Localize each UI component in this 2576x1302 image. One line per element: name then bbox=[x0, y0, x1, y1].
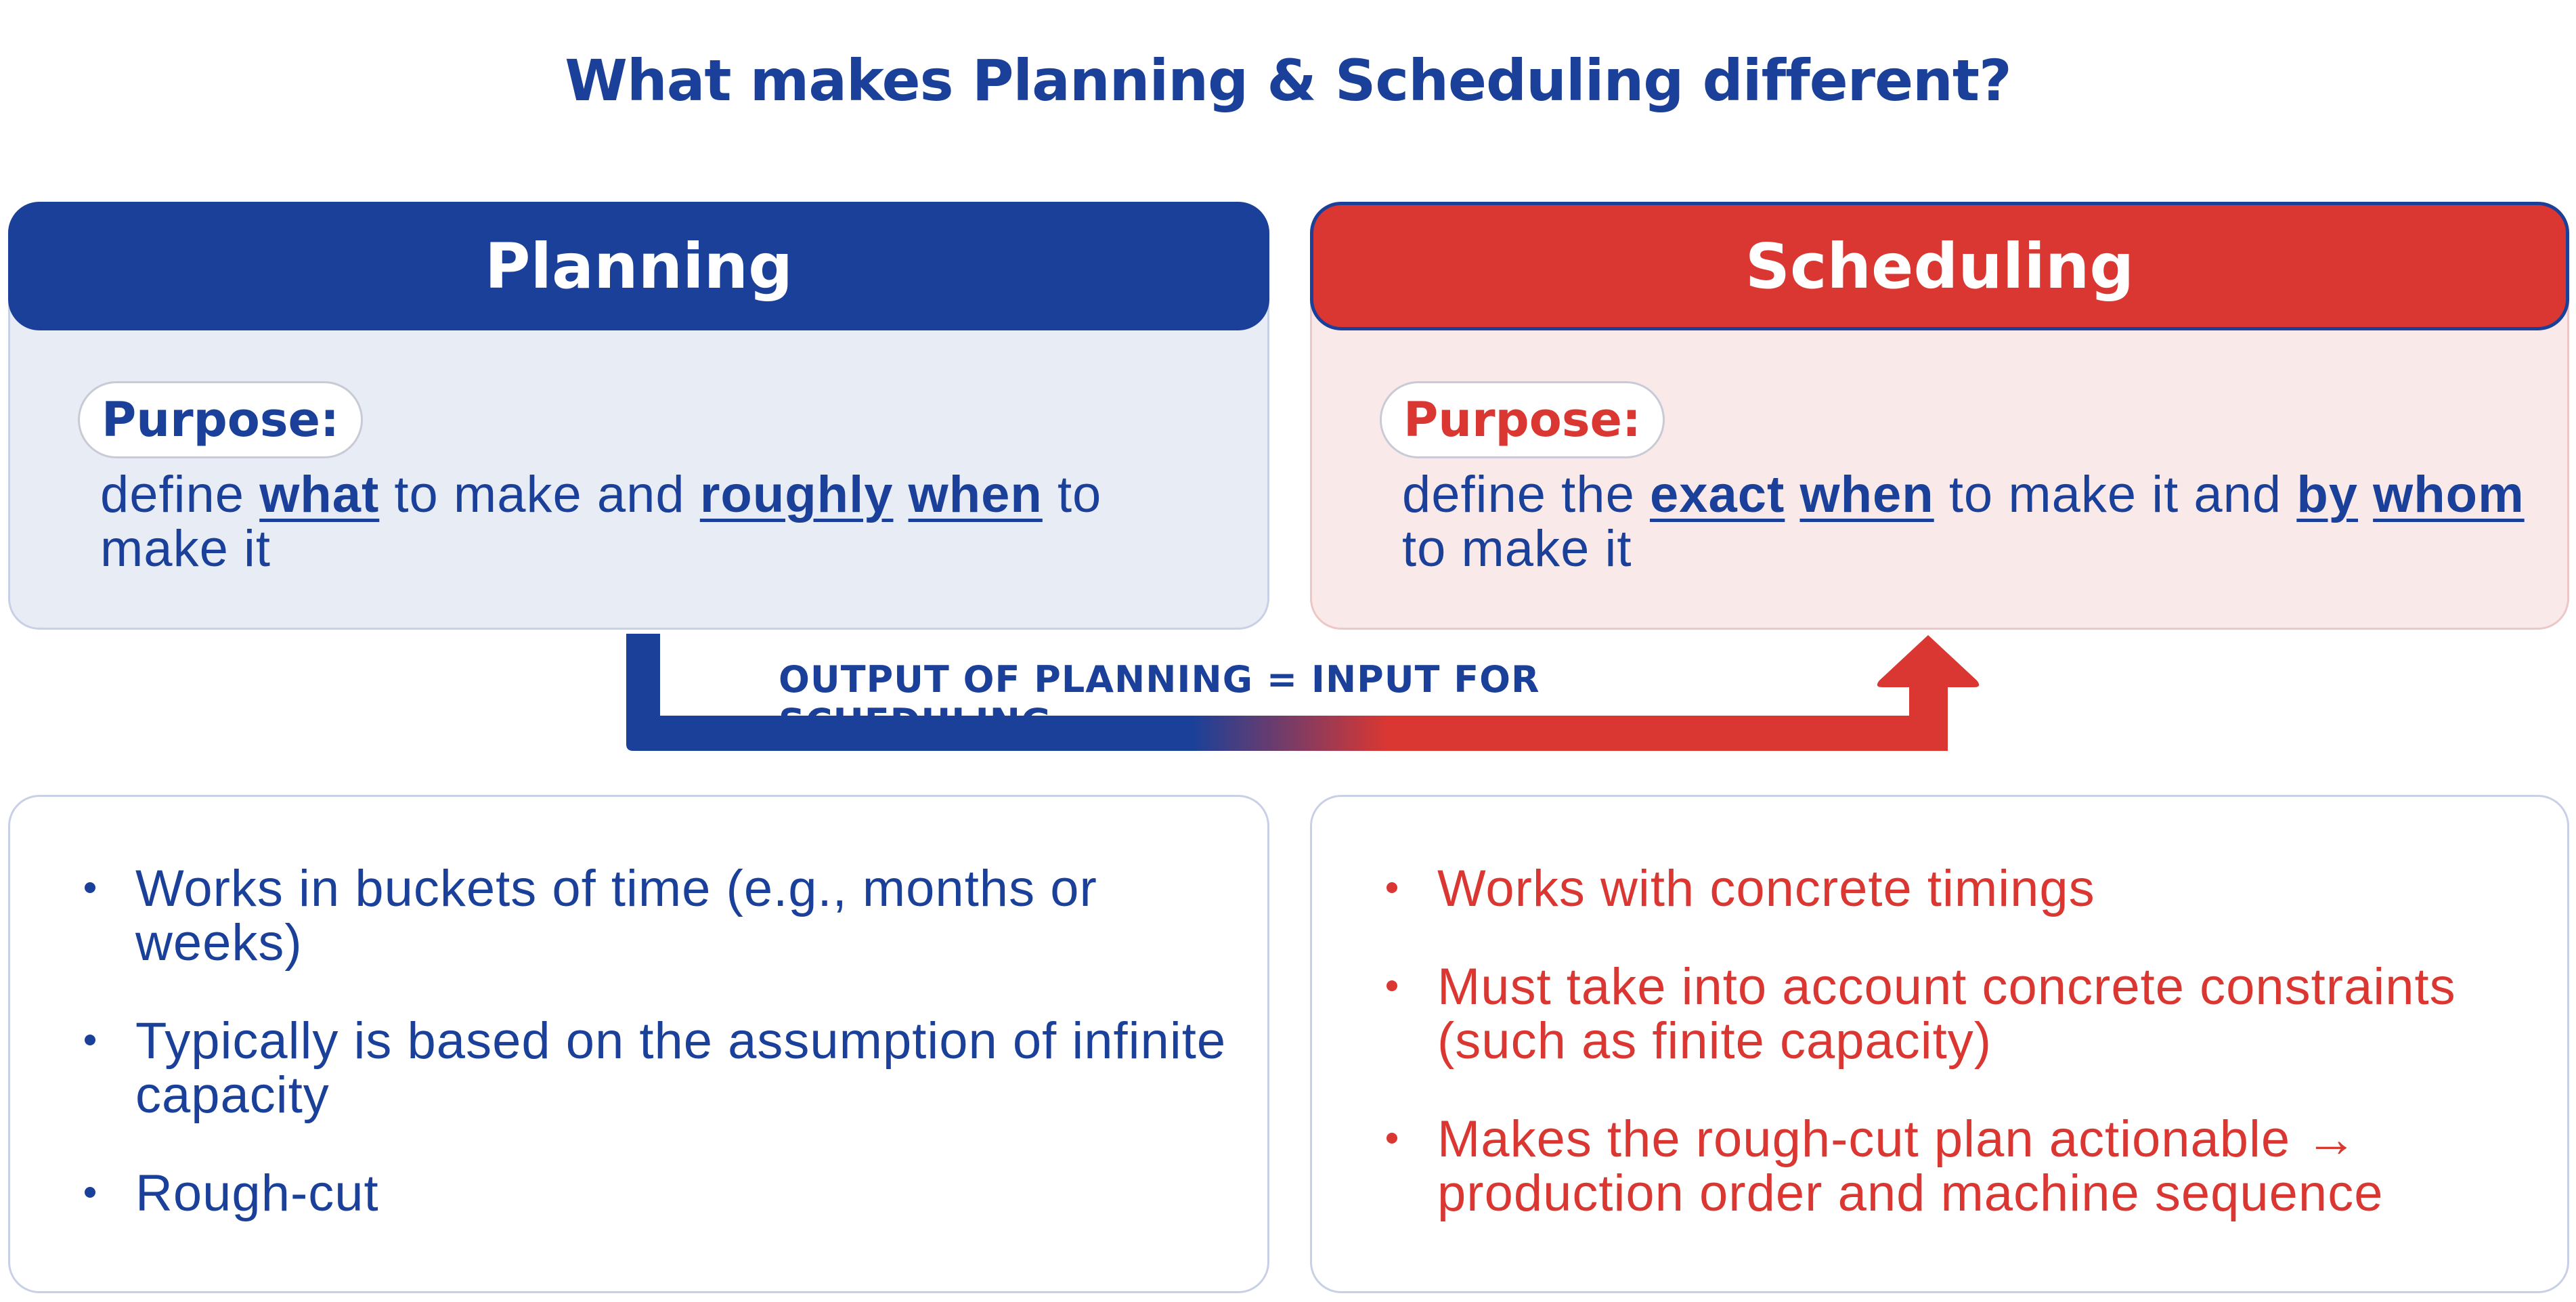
purpose-emphasis: roughly bbox=[699, 466, 894, 523]
list-item-text: Makes the rough-cut plan actionable → pr… bbox=[1437, 1110, 2384, 1222]
planning-purpose-text: define what to make and roughly when to … bbox=[100, 468, 1238, 576]
purpose-text-part: to make it and bbox=[1934, 466, 2297, 523]
scheduling-card: Scheduling Purpose: define the exact whe… bbox=[1310, 202, 2569, 630]
bullet-icon bbox=[1387, 882, 1397, 893]
scheduling-points-list: Works with concrete timings Must take in… bbox=[1380, 862, 2527, 1265]
purpose-text-part: to make it bbox=[1402, 520, 1632, 578]
list-item: Typically is based on the assumption of … bbox=[78, 1014, 1227, 1123]
list-item: Works in buckets of time (e.g., months o… bbox=[78, 862, 1227, 970]
purpose-text-part: define the bbox=[1402, 466, 1650, 523]
planning-points-list: Works in buckets of time (e.g., months o… bbox=[78, 862, 1227, 1265]
list-item-text: Works in buckets of time (e.g., months o… bbox=[135, 860, 1097, 972]
purpose-text-part: to make it bbox=[100, 466, 1102, 578]
purpose-emphasis: by bbox=[2296, 466, 2359, 523]
list-item: Makes the rough-cut plan actionable → pr… bbox=[1380, 1112, 2527, 1221]
purpose-emphasis: whom bbox=[2373, 466, 2525, 523]
bullet-icon bbox=[1387, 980, 1397, 991]
bullet-icon bbox=[85, 882, 95, 893]
planning-header: Planning bbox=[8, 202, 1269, 330]
list-item: Works with concrete timings bbox=[1380, 862, 2527, 916]
scheduling-characteristics-card: Works with concrete timings Must take in… bbox=[1310, 795, 2569, 1293]
scheduling-purpose-text: define the exact when to make it and by … bbox=[1402, 468, 2526, 576]
purpose-emphasis: exact bbox=[1649, 466, 1785, 523]
page-title: What makes Planning & Scheduling differe… bbox=[565, 47, 2012, 114]
bullet-icon bbox=[85, 1035, 95, 1045]
connector-bar bbox=[626, 716, 1948, 751]
purpose-emphasis: what bbox=[259, 466, 380, 523]
planning-card: Planning Purpose: define what to make an… bbox=[8, 202, 1269, 630]
purpose-text-part: to make and bbox=[379, 466, 700, 523]
list-item: Must take into account concrete constrai… bbox=[1380, 960, 2527, 1068]
purpose-emphasis: when bbox=[1799, 466, 1934, 523]
connector-stem-right bbox=[1909, 680, 1948, 751]
scheduling-header: Scheduling bbox=[1310, 202, 2569, 330]
planning-purpose-label: Purpose: bbox=[78, 381, 363, 458]
purpose-emphasis: when bbox=[908, 466, 1043, 523]
list-item-text: Must take into account concrete constrai… bbox=[1437, 958, 2456, 1070]
purpose-text-part: define bbox=[100, 466, 260, 523]
list-item-text: Typically is based on the assumption of … bbox=[135, 1012, 1227, 1124]
list-item-text: Rough-cut bbox=[135, 1165, 379, 1222]
scheduling-purpose-label: Purpose: bbox=[1380, 381, 1665, 458]
list-item-text: Works with concrete timings bbox=[1437, 860, 2095, 917]
bullet-icon bbox=[85, 1187, 95, 1198]
planning-characteristics-card: Works in buckets of time (e.g., months o… bbox=[8, 795, 1269, 1293]
list-item: Rough-cut bbox=[78, 1167, 1227, 1221]
bullet-icon bbox=[1387, 1133, 1397, 1144]
connector-stem-left bbox=[626, 634, 660, 716]
connector-label: OUTPUT OF PLANNING = INPUT FOR SCHEDULIN… bbox=[779, 658, 1540, 743]
arrow-head-icon bbox=[1877, 635, 1980, 687]
